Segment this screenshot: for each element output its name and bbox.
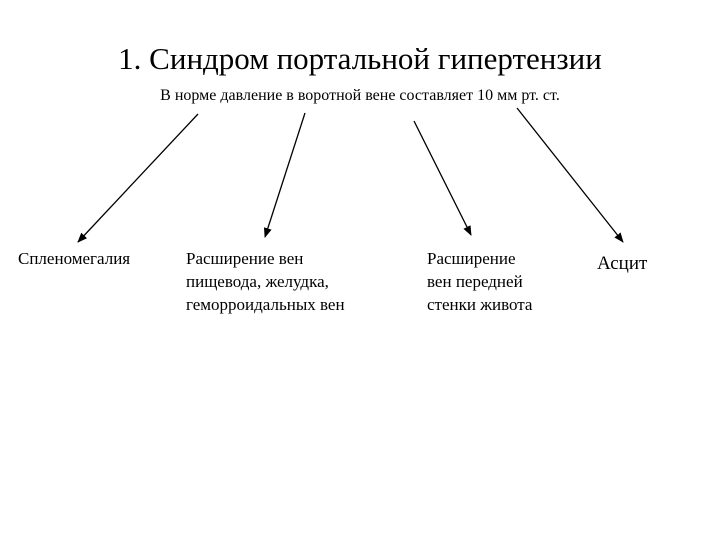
slide-title: 1. Синдром портальной гипертензии — [118, 41, 602, 76]
outcome-esophageal-veins: Расширение вен пищевода, желудка, геморр… — [186, 249, 345, 314]
slide-subtitle: В норме давление в воротной вене составл… — [160, 87, 560, 104]
outcome-abdominal-wall-veins: Расширение вен передней стенки живота — [427, 249, 533, 314]
arrow-to-esophageal-veins — [263, 112, 306, 238]
outcome-ascites: Асцит — [597, 253, 648, 274]
arrow-to-splenomegaly — [77, 113, 199, 243]
arrow-to-ascites — [516, 107, 624, 243]
arrow-to-abdominal-wall-veins — [413, 120, 472, 236]
outcome-splenomegaly: Спленомегалия — [18, 249, 131, 268]
